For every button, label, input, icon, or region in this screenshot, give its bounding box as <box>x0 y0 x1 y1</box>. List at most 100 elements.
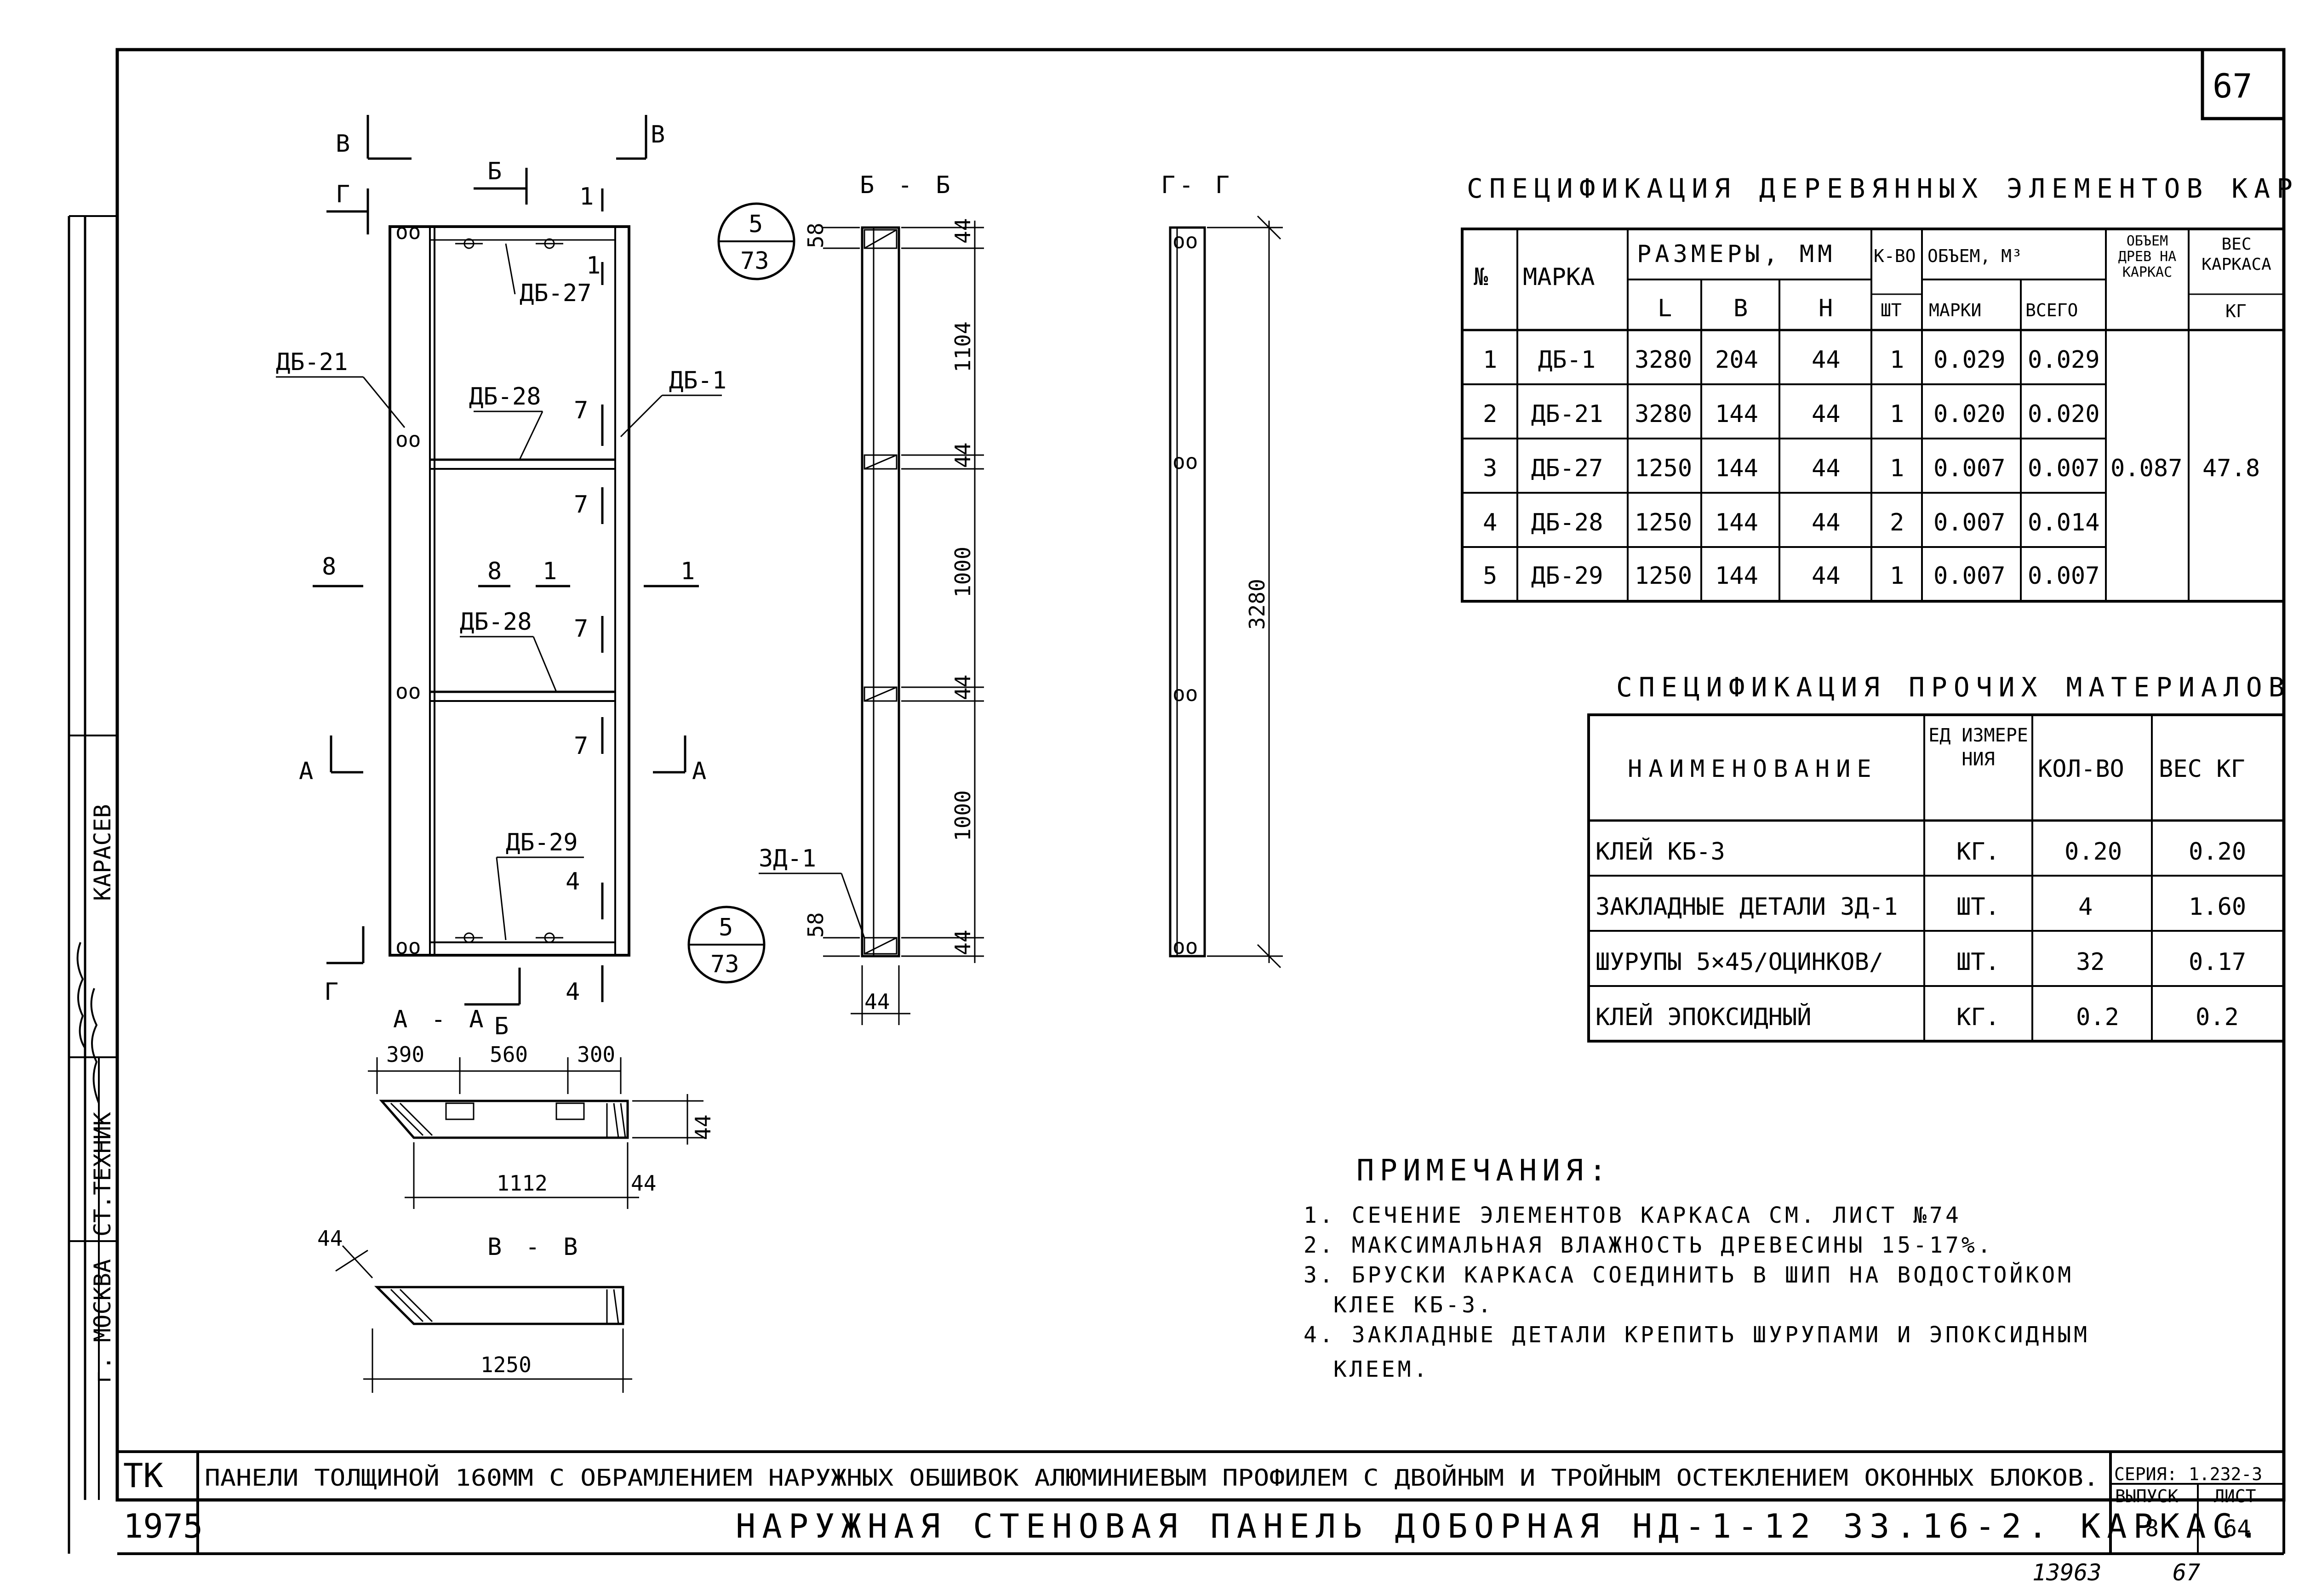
svg-text:144: 144 <box>1715 400 1758 428</box>
signature-mark <box>90 988 100 1104</box>
notes: ПРИМЕЧАНИЯ: 1. СЕЧЕНИЕ ЭЛЕМЕНТОВ КАРКАСА… <box>1304 1154 2087 1382</box>
svg-text:44: 44 <box>950 930 975 955</box>
note-item: КЛЕЕ КБ-3. <box>1333 1292 1494 1318</box>
cut-line-g <box>326 188 369 964</box>
svg-text:44: 44 <box>1812 562 1841 590</box>
section-marks <box>313 188 699 1002</box>
callout-top: 5 73 <box>717 202 795 280</box>
hdr-weight: ВЕС КАРКАСА <box>2202 235 2271 274</box>
svg-text:1: 1 <box>1890 400 1904 428</box>
dim-length-3280: 3280 <box>1245 579 1270 630</box>
hdr-qty: К-ВО <box>1874 246 1916 266</box>
svg-text:КЛЕЙ ЭПОКСИДНЫЙ: КЛЕЙ ЭПОКСИДНЫЙ <box>1596 1003 1812 1031</box>
mark-1-right: 1 <box>681 558 695 585</box>
svg-text:1: 1 <box>1890 562 1904 590</box>
svg-text:ДБ-27: ДБ-27 <box>1531 455 1603 482</box>
panel-elevation: oo oo oo oo ДБ-27 ДБ-21 ДБ-1 ДБ-28 ДБ-28… <box>276 115 726 1040</box>
mark-1-b: 1 <box>586 252 600 279</box>
hdr-vol-total: ВСЕГО <box>2025 300 2078 320</box>
section-vv-title: В - В <box>487 1233 583 1261</box>
note-item: 3. БРУСКИ КАРКАСА СОЕДИНИТЬ В ШИП НА ВОД… <box>1304 1262 2074 1288</box>
hdr-weight2: ВЕС КГ <box>2159 755 2245 783</box>
dim-58-top: 58 <box>803 223 828 248</box>
vol-wood-total: 0.087 <box>2110 455 2183 482</box>
spec-wood-table: № МАРКА РАЗМЕРЫ, ММ L B H К-ВО ШТ ОБЪЕМ,… <box>1461 228 2285 603</box>
svg-text:144: 144 <box>1715 455 1758 482</box>
table-row: КЛЕЙ ЭПОКСИДНЫЙ КГ. 0.2 0.2 <box>1596 1003 2239 1031</box>
cut-line-v <box>366 115 647 160</box>
svg-text:ДБ-29: ДБ-29 <box>1531 562 1603 590</box>
spec-other-title: СПЕЦИФИКАЦИЯ ПРОЧИХ МАТЕРИАЛОВ <box>1616 672 2291 703</box>
tb-name: НАРУЖНАЯ СТЕНОВАЯ ПАНЕЛЬ ДОБОРНАЯ НД-1-1… <box>736 1507 2265 1545</box>
hdr-volume: ОБЪЕМ, М³ <box>1927 246 2022 266</box>
lbl-db28a: ДБ-28 <box>469 383 541 410</box>
tb-issue: 8 <box>2145 1515 2159 1542</box>
svg-text:44: 44 <box>1812 346 1841 374</box>
svg-text:3280: 3280 <box>1635 400 1692 428</box>
cut-b-bottom: Б <box>494 1013 509 1040</box>
svg-text:0.029: 0.029 <box>1933 346 2006 374</box>
svg-text:0.007: 0.007 <box>1933 455 2006 482</box>
lbl-db1: ДБ-1 <box>669 367 726 394</box>
hdr-weight-wrap: ВЕС КАРКАСА <box>2202 235 2271 274</box>
cut-v-right: В <box>651 121 665 148</box>
stamp-role: СТ.ТЕХНИК <box>89 1112 116 1237</box>
hdr-qty-unit: ШТ <box>1881 300 1902 320</box>
svg-text:1104: 1104 <box>950 321 975 372</box>
hdr-H: H <box>1819 295 1833 322</box>
svg-text:3: 3 <box>1483 455 1497 482</box>
section-aa: А - А 390 560 300 1112 44 44 <box>368 1006 715 1209</box>
svg-text:560: 560 <box>490 1042 528 1067</box>
svg-text:5: 5 <box>719 914 733 941</box>
svg-text:44: 44 <box>950 218 975 244</box>
svg-text:300: 300 <box>577 1042 615 1067</box>
archive-number: 13963 <box>2032 1559 2102 1586</box>
svg-text:44: 44 <box>950 443 975 468</box>
tb-year: 1975 <box>123 1507 203 1545</box>
svg-text:1000: 1000 <box>950 547 975 598</box>
hdr-unit: ЕД ИЗМЕРЕНИЯ <box>1928 725 2028 770</box>
hdr-sizes: РАЗМЕРЫ, ММ <box>1637 240 1836 268</box>
svg-text:0.20: 0.20 <box>2189 838 2246 866</box>
hdr-name: НАИМЕНОВАНИЕ <box>1628 755 1878 783</box>
note-item: 2. МАКСИМАЛЬНАЯ ВЛАЖНОСТЬ ДРЕВЕСИНЫ 15-1… <box>1304 1232 1994 1258</box>
svg-text:5: 5 <box>1483 562 1497 590</box>
svg-text:1250: 1250 <box>1635 562 1692 590</box>
mark-7-a: 7 <box>574 397 588 424</box>
svg-text:КГ.: КГ. <box>1956 838 2000 866</box>
table-row: 5 ДБ-29 1250 144 44 1 0.007 0.007 <box>1483 562 2100 590</box>
svg-text:КГ.: КГ. <box>1956 1003 2000 1031</box>
svg-text:0.007: 0.007 <box>1933 509 2006 536</box>
svg-text:73: 73 <box>740 247 769 275</box>
table-row: 1 ДБ-1 3280 204 44 1 0.029 0.029 <box>1483 346 2100 374</box>
svg-text:1000: 1000 <box>950 790 975 841</box>
svg-text:32: 32 <box>2076 948 2105 976</box>
tb-issue-label: ВЫПУСК <box>2115 1486 2178 1506</box>
svg-text:0.007: 0.007 <box>2028 455 2100 482</box>
svg-text:1250: 1250 <box>1635 509 1692 536</box>
mark-7-c: 7 <box>574 615 588 643</box>
cut-v-left: В <box>336 130 350 158</box>
table-row: 3 ДБ-27 1250 144 44 1 0.007 0.007 <box>1483 455 2100 482</box>
hdr-B: B <box>1733 295 1748 322</box>
svg-text:ШТ.: ШТ. <box>1956 948 2000 976</box>
svg-text:0.020: 0.020 <box>1933 400 2006 428</box>
mark-1-top: 1 <box>579 183 594 211</box>
tb-sheet: 64 <box>2223 1515 2251 1542</box>
hdr-mark: МАРКА <box>1523 263 1595 291</box>
table-row: 4 ДБ-28 1250 144 44 2 0.007 0.014 <box>1483 509 2100 536</box>
svg-text:44: 44 <box>950 675 975 700</box>
section-vv: В - В 44 1250 <box>317 1226 632 1393</box>
dowel-mark: oo <box>1172 228 1198 253</box>
hdr-no: № <box>1474 263 1488 291</box>
svg-text:0.2: 0.2 <box>2196 1003 2239 1031</box>
dowel-mark: oo <box>395 679 421 704</box>
cut-g-bottom: Г <box>324 978 338 1006</box>
svg-text:390: 390 <box>386 1042 424 1067</box>
dowel-mark: oo <box>395 219 421 244</box>
mark-8-left: 8 <box>322 553 336 581</box>
table-row: ЗАКЛАДНЫЕ ДЕТАЛИ ЗД-1 ШТ. 4 1.60 <box>1596 893 2246 921</box>
svg-text:144: 144 <box>1715 562 1758 590</box>
note-item: 1. СЕЧЕНИЕ ЭЛЕМЕНТОВ КАРКАСА СМ. ЛИСТ №7… <box>1304 1203 1962 1228</box>
